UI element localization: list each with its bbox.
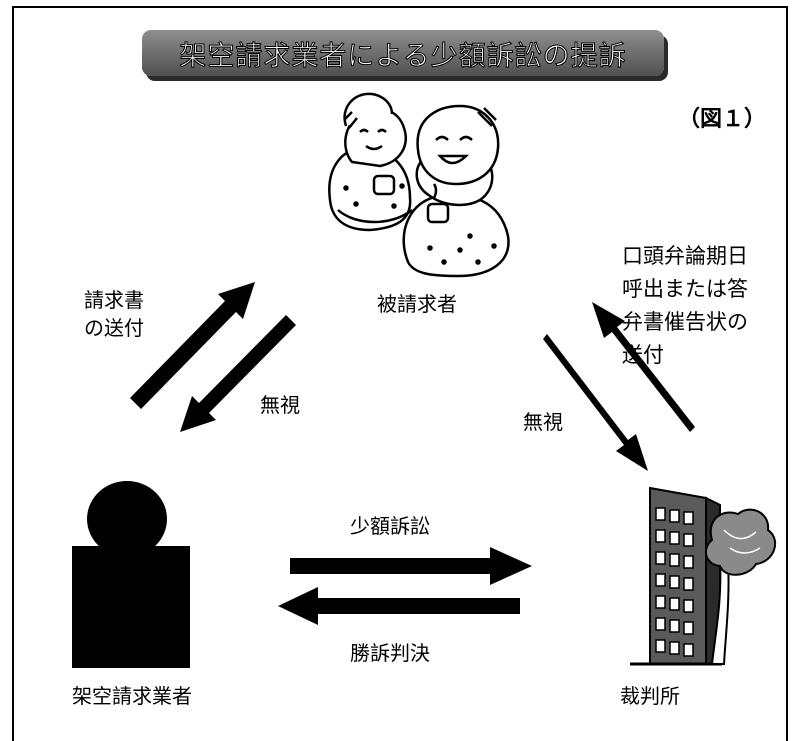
summons-label: 口頭弁論期日 呼出または答 弁書催告状の 送付 [622, 244, 748, 367]
invoice-label: 請求書 の送付 [84, 288, 144, 340]
diagram-title: 架空請求業者による少額訴訟の提訴 [179, 40, 627, 72]
court-tree [704, 508, 777, 665]
court-building [630, 486, 777, 666]
ignore-right-label: 無視 [523, 410, 563, 434]
ignore-left-label: 無視 [260, 393, 300, 417]
figure-label: （図１） [678, 107, 767, 132]
ignore-right-arrow [543, 334, 648, 471]
judgment-arrow [278, 587, 520, 625]
fraud-business-silhouette [72, 481, 190, 668]
man-figure [402, 104, 510, 278]
lawsuit-arrow [290, 547, 532, 585]
invoice-arrow [130, 282, 255, 409]
diagram-frame [12, 6, 788, 741]
judgment-label: 勝訴判決 [350, 641, 430, 665]
summons-arrow [592, 302, 695, 432]
ignore-left-arrow [180, 315, 296, 432]
fraud-business-label: 架空請求業者 [72, 684, 192, 708]
claimed-person-label: 被請求者 [377, 292, 457, 316]
title-banner: 架空請求業者による少額訴訟の提訴 [142, 30, 664, 76]
court-label: 裁判所 [620, 684, 680, 708]
lawsuit-label: 少額訴訟 [350, 514, 430, 538]
flow-arrows [130, 282, 695, 625]
couple-illustration [328, 92, 510, 278]
woman-figure [328, 92, 413, 232]
